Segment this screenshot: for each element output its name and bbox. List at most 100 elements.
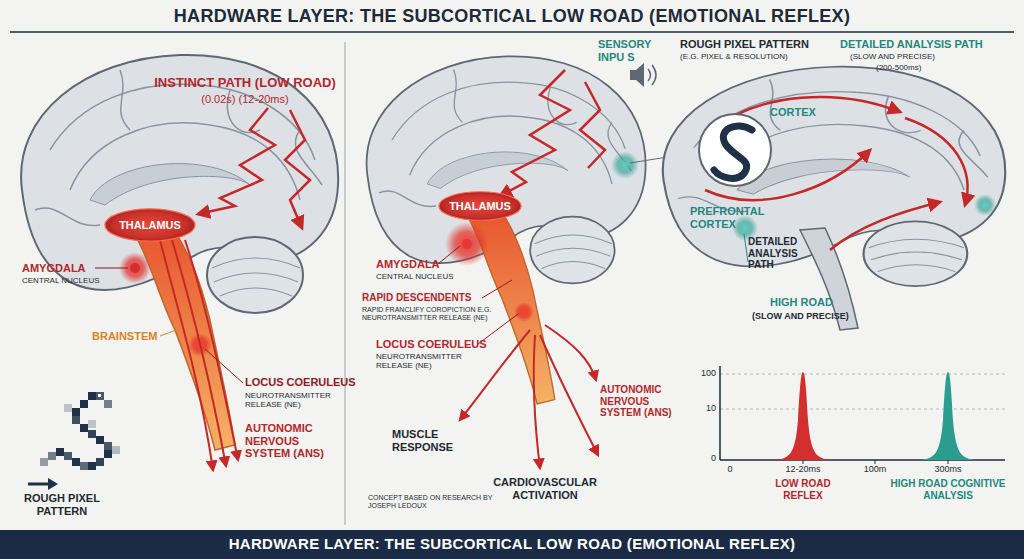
annotation-label: CENTRAL NUCLEUS [22,276,132,285]
annotation-label: 0 [686,453,716,463]
pixel [104,442,112,450]
high-road-peak [915,372,981,460]
y-axis [719,366,721,460]
x-ticks [803,460,948,464]
amygdala-glow [445,222,489,266]
annotation-label: AUTONOMIC NERVOUS SYSTEM (ANS) [245,422,340,460]
annotation-label: SENSORY INPU S [598,38,660,63]
annotation-label: 0 [720,464,740,474]
thalamus-ellipse [439,192,521,221]
pixel [72,458,80,466]
instinct-zigzag [500,70,570,196]
snake-icon-circle [699,114,771,186]
pixel [72,408,80,416]
annotation-label: CONCEPT BASED ON RESEARCH BY JOSEPH LEDO… [368,494,508,510]
annotation-label: 100m [850,464,900,474]
leader-line [205,349,243,383]
descending-arrow [172,240,226,466]
cortex-arrow [905,118,968,205]
annotation-label: HIGH ROAD [770,296,870,309]
annotation-label: PREFRONTAL CORTEX [690,205,770,230]
leader-line [160,330,176,336]
annotation-label: (0.02s) (12-20ms) [165,93,325,106]
pixel [72,416,80,424]
annotation-label: BRAINSTEM [92,330,192,343]
cortex-glow [974,194,996,216]
bottom-banner [0,530,1024,559]
pixel [80,424,88,432]
sound-waves [648,65,656,85]
pixel [88,420,96,428]
annotation-label: (E.G. PIXEL & RESOLUTION) [680,52,830,61]
thalamus-node: THALAMUS [438,191,522,221]
descending-arrow [534,335,540,468]
locus-glow [514,302,534,322]
leader-line [744,234,748,262]
pixel [80,462,88,470]
annotation-label: 10 [686,403,716,413]
annotation-label: AMYGDALA [376,258,466,271]
annotation-label: 12-20ms [773,464,833,474]
sensory-glow [611,151,639,179]
pixel [48,452,56,460]
leader-line [482,280,512,298]
annotation-label: CARDIOVASCULAR ACTIVATION [480,476,610,501]
amygdala-dot [462,239,472,249]
input-arrow [28,483,50,486]
instinct-zigzag [580,82,605,168]
annotation-label: AMYGDALA [22,262,112,275]
pixel [104,450,112,458]
pixel [64,404,72,412]
annotation-label: LOW ROAD REFLEX [763,478,843,501]
annotation-label: NEUROTRANSMITTER RELEASE (NE) [376,352,486,370]
annotation-label: RAPID FRANCLIFY COROPICTION E.G. NEUROTR… [362,306,512,322]
pixel [104,400,112,408]
annotation-label: CORTEX [770,106,830,119]
annotation-label: 100 [686,368,716,378]
panel-divider [345,42,346,525]
pixel [96,436,104,444]
annotation-label: INSTINCT PATH (LOW ROAD) [140,76,350,91]
annotation-label: ROUGH PIXEL PATTERN [680,38,838,51]
pixel [80,400,88,408]
leader-line [438,246,460,264]
instinct-zigzag [285,110,310,228]
annotation-label: DETAILED ANALYSIS PATH [748,236,823,271]
grid-line [720,374,1005,375]
annotation-label: MUSCLE RESPONSE [392,428,472,453]
low-road-peak [770,372,836,460]
input-arrow-head [48,478,58,490]
leader-line [95,268,128,269]
descending-arrow [160,240,213,470]
pixel [112,446,120,454]
snake-eye [98,394,101,397]
annotation-label: 300ms [923,464,973,474]
page-title: HARDWARE LAYER: THE SUBCORTICAL LOW ROAD… [0,6,1024,27]
pixel [96,392,104,400]
annotation-label: RAPID DESCENDENTS [362,292,502,304]
annotation-label: (SLOW AND PRECISE) [850,52,1000,61]
annotation-label: LOCUS COERULEUS [245,376,365,389]
title-rule [10,31,1014,33]
instinct-zigzag [198,108,275,214]
amygdala-dot [130,263,140,273]
annotation-label: CENTRAL NUCLEUS [376,272,486,281]
annotation-label: DETAILED ANALYSIS PATH [840,38,1018,51]
thalamus-node: THALAMUS [104,208,196,242]
snake-icon [714,126,752,178]
annotation-label: (SLOW AND PRECISE) [752,311,892,321]
speaker-icon [630,63,644,87]
pixel [40,458,48,466]
annotation-label: AUTONOMIC NERVOUS SYSTEM (ANS) [600,384,690,419]
banner-caption: HARDWARE LAYER: THE SUBCORTICAL LOW ROAD… [0,535,1024,552]
descending-arrow [185,240,238,460]
node-label: THALAMUS [449,200,511,212]
pixel [64,452,72,460]
pixel-snake [40,392,120,470]
grid-line [720,409,1005,410]
annotation-label: NEUROTRANSMITTER RELEASE (NE) [245,391,355,409]
cortex-arrow [830,202,940,250]
descending-arrow [545,325,596,380]
